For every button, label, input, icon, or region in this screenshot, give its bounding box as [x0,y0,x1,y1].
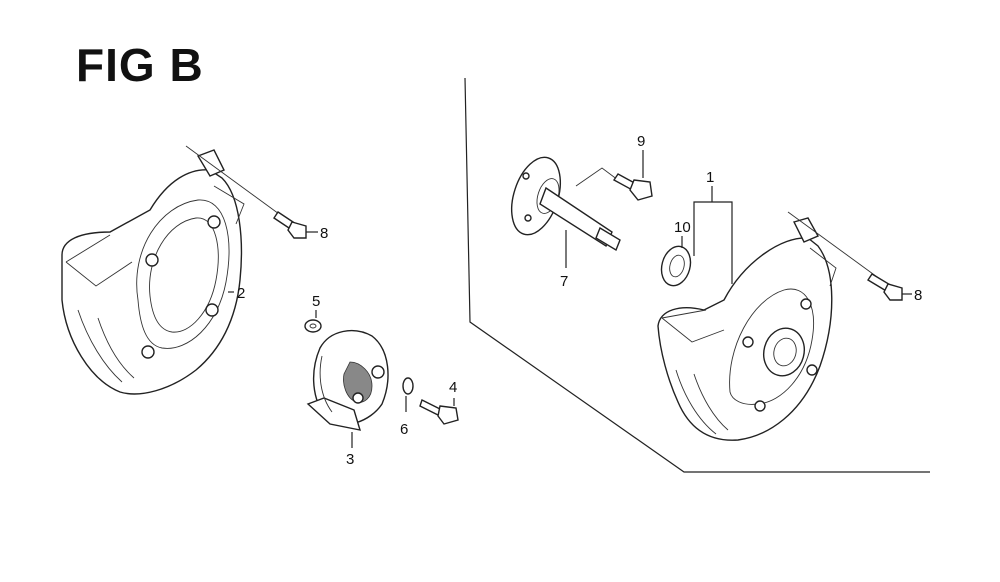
callout-10: 10 [674,219,691,236]
figure-title: FIG B [76,39,204,91]
callout-7: 7 [560,273,568,290]
part-7-shaft [510,156,621,252]
assembly-boundary-line [464,77,930,473]
callout-8-right: 8 [914,287,922,304]
part-8-bolt-left [185,145,318,239]
part-9-bolt [575,150,653,201]
callout-4: 4 [449,379,457,396]
part-2-clutch-cover [61,149,245,395]
part-3-clutch-assembly [306,329,389,431]
leader-1-bracket [693,201,733,284]
callout-2: 2 [237,285,245,302]
part-5-washer [304,310,322,333]
callout-1: 1 [706,169,714,186]
callout-8-left: 8 [320,225,328,242]
callout-3: 3 [346,451,354,468]
callout-5: 5 [312,293,320,310]
part-6-washer [402,377,414,412]
part-10-seal [660,236,692,287]
part-4-bolt [419,398,459,425]
part-1-housing [657,217,837,441]
part-8-bolt-right [787,211,912,301]
callout-6: 6 [400,421,408,438]
callout-9: 9 [637,133,645,150]
